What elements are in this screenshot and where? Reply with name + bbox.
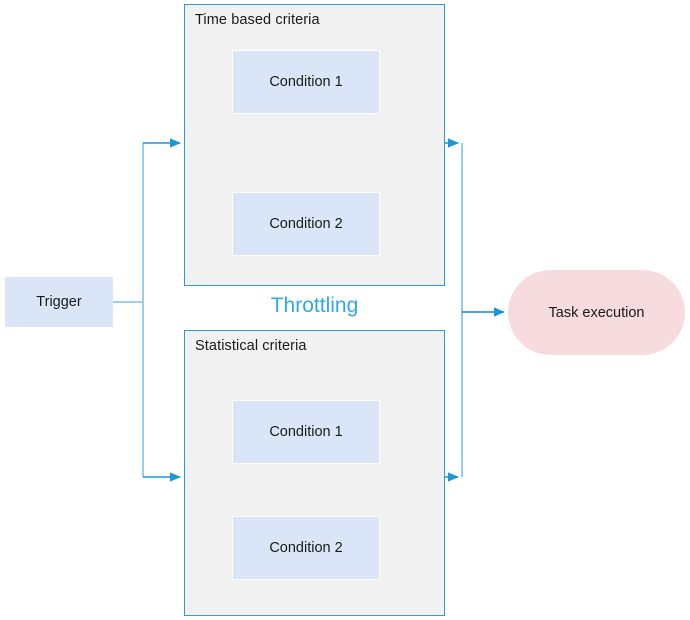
time-based-condition-1-label: Condition 1 [269, 74, 343, 90]
group-statistical-criteria-title: Statistical criteria [195, 338, 307, 354]
statistical-condition-2-label: Condition 2 [269, 540, 343, 556]
statistical-condition-1[interactable]: Condition 1 [232, 400, 380, 464]
trigger-node[interactable]: Trigger [5, 277, 113, 327]
task-execution-label: Task execution [548, 304, 645, 321]
time-based-condition-2-label: Condition 2 [269, 216, 343, 232]
throttling-caption: Throttling [270, 294, 359, 317]
time-based-condition-1[interactable]: Condition 1 [232, 50, 380, 114]
trigger-label: Trigger [36, 294, 82, 310]
group-time-based-criteria-title: Time based criteria [195, 12, 320, 28]
statistical-condition-1-label: Condition 1 [269, 424, 343, 440]
statistical-condition-2[interactable]: Condition 2 [232, 516, 380, 580]
task-execution-node[interactable]: Task execution [508, 270, 685, 355]
time-based-condition-2[interactable]: Condition 2 [232, 192, 380, 256]
